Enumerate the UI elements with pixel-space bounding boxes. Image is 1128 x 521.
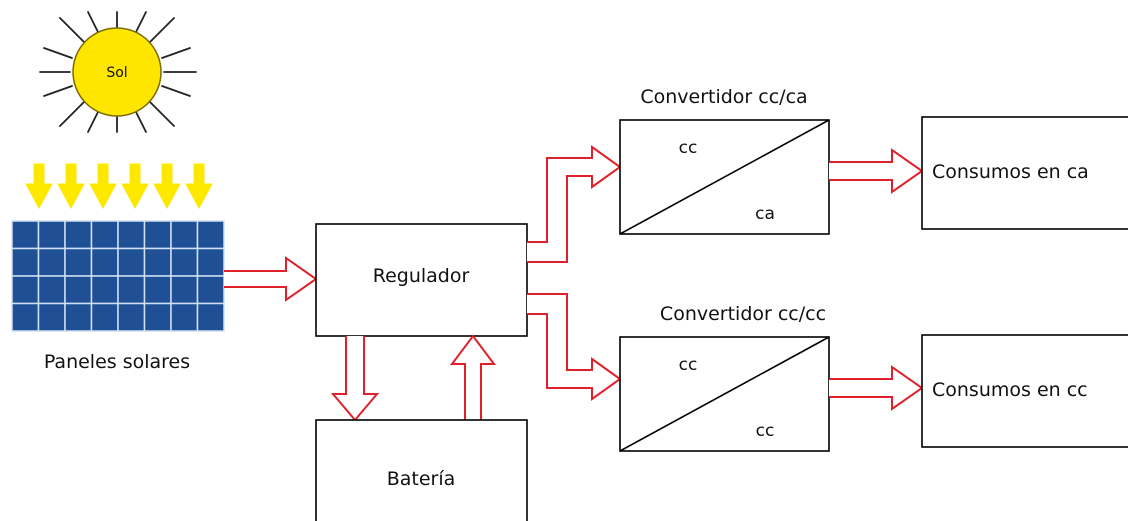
arrow-battery-to-regulator: [450, 334, 496, 420]
converter-dc-title: Convertidor cc/cc: [660, 303, 826, 325]
battery-label: Batería: [387, 468, 456, 490]
regulator-box: [315, 223, 528, 337]
sun-label: Sol: [106, 65, 127, 81]
sunlight-arrows: [25, 163, 213, 210]
dc-loads-label: Consumos en cc: [932, 379, 1088, 401]
regulator-label: Regulador: [373, 265, 470, 287]
converter-ac-input-label: cc: [679, 138, 698, 158]
converter-dc-input-label: cc: [679, 355, 698, 375]
arrow-regulator-to-converter-ac: [527, 145, 622, 263]
sun-icon: [39, 11, 197, 133]
ac-loads-box: [921, 116, 1128, 230]
converter-dc-output-label: cc: [756, 421, 775, 441]
arrow-converter-to-dc-loads: [829, 365, 924, 411]
converter-ac-diagonal: [619, 119, 830, 235]
panels-label: Paneles solares: [44, 351, 190, 373]
converter-ac-title: Convertidor cc/ca: [640, 86, 807, 108]
arrow-regulator-to-battery: [330, 336, 380, 422]
arrow-panels-to-regulator: [224, 256, 318, 302]
dc-loads-box: [921, 334, 1128, 448]
converter-ac-output-label: ca: [755, 204, 775, 224]
arrow-converter-to-ac-loads: [829, 148, 924, 194]
battery-box: [315, 419, 528, 521]
sun-rays: [39, 11, 197, 133]
ac-loads-label: Consumos en ca: [932, 161, 1089, 183]
converter-dc-diagonal: [619, 336, 830, 452]
arrow-regulator-to-converter-dc: [527, 293, 622, 401]
solar-panel-icon: [11, 220, 225, 332]
